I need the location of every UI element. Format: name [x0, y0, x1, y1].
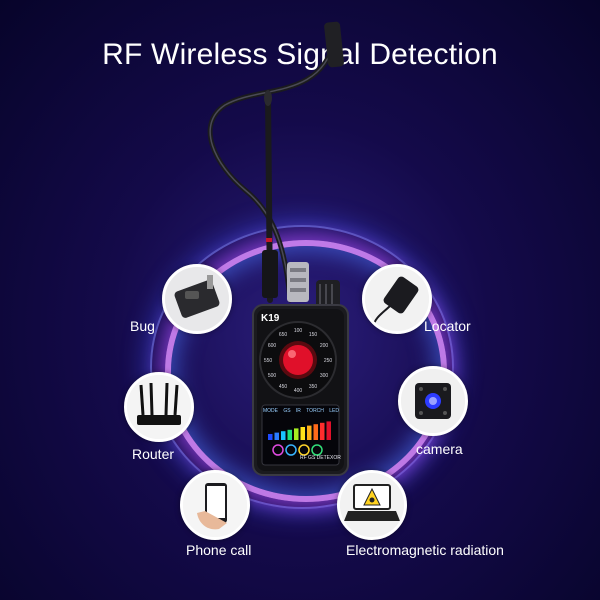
signal-level-bar: [268, 434, 273, 440]
page-title: RF Wireless Signal Detection: [102, 38, 498, 71]
screen-tab: TORCH: [306, 408, 324, 414]
dial-number: 150: [309, 332, 318, 338]
screen-tab: IR: [295, 408, 301, 414]
feature-label-radiation: Electromagnetic radiation: [346, 542, 504, 558]
screen-tab: LED: [329, 408, 339, 414]
dial-number: 500: [268, 373, 277, 379]
radiation-feature-circle: [337, 470, 407, 540]
bug-device-icon: [165, 267, 229, 331]
dial-number: 100: [294, 328, 303, 334]
router-icon: [127, 375, 191, 439]
dial-number: 550: [264, 358, 273, 364]
feature-label-camera: camera: [416, 441, 463, 457]
feature-label-phone: Phone call: [186, 542, 252, 558]
bug-feature-circle: [162, 264, 232, 334]
probe-tip: [324, 21, 344, 68]
screen-footer-text: RF GS DETEXOR: [300, 455, 341, 461]
camera-feature-circle: [398, 366, 468, 436]
dial-number: 450: [279, 384, 288, 390]
dial-number: 600: [268, 343, 277, 349]
router-feature-circle: [124, 372, 194, 442]
screen-tab: MODE: [263, 408, 278, 414]
dial-number: 350: [309, 384, 318, 390]
feature-label-router: Router: [132, 446, 175, 462]
feature-label-bug: Bug: [130, 318, 155, 334]
mode-indicator-icon: [272, 444, 284, 456]
model-label: K19: [261, 313, 280, 324]
locator-feature-circle: [362, 264, 432, 334]
signal-level-bar: [326, 421, 331, 440]
dial-number: 300: [320, 373, 329, 379]
phone-feature-circle: [180, 470, 250, 540]
feature-label-locator: Locator: [424, 318, 471, 334]
sensitivity-knob: [316, 280, 340, 310]
dial-number: 400: [294, 388, 303, 394]
hidden-camera-icon: [401, 369, 465, 433]
dial-number: 650: [279, 332, 288, 338]
screen-tab: GS: [283, 408, 291, 414]
dial-number: 250: [324, 358, 333, 364]
signal-level-bar: [287, 429, 292, 440]
gps-locator-icon: [365, 267, 429, 331]
signal-level-bar: [294, 428, 299, 440]
phone-in-hand-icon: [183, 473, 247, 537]
signal-level-bar: [320, 422, 325, 440]
signal-level-bar: [307, 425, 312, 440]
signal-level-bar: [274, 432, 279, 440]
dial-number: 200: [320, 343, 329, 349]
signal-level-bar: [313, 424, 318, 440]
radiation-laptop-icon: [340, 473, 404, 537]
signal-level-bar: [300, 427, 305, 440]
screen-tab-bar: MODE GS IR TORCH LED: [263, 408, 339, 414]
signal-level-bar: [281, 431, 286, 440]
outer-glow-ring: [150, 225, 454, 509]
